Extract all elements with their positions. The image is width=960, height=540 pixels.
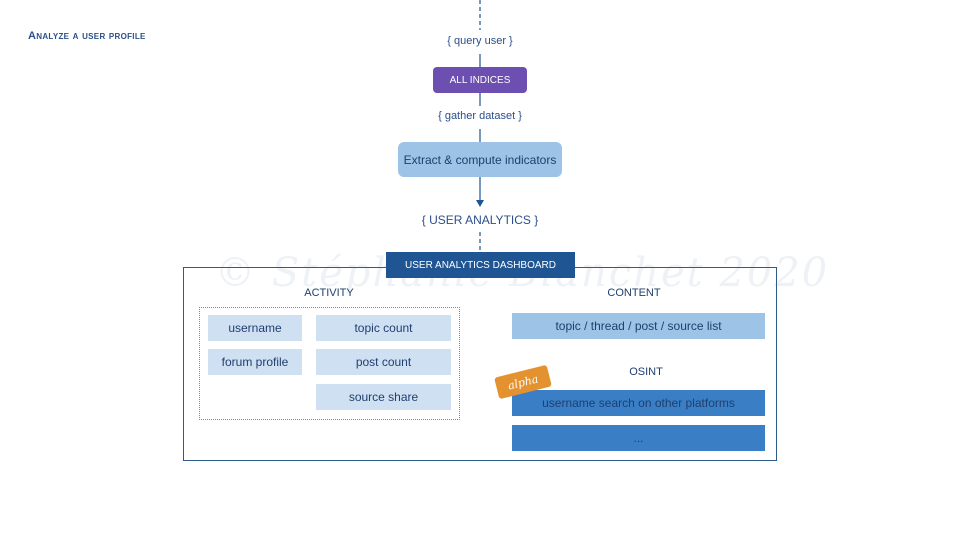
arrowhead-icon [476,200,484,207]
activity-item-forum-profile: forum profile [208,349,302,375]
activity-item-source-share: source share [316,384,451,410]
activity-section-title: ACTIVITY [304,287,354,299]
gather-dataset-label: { gather dataset } [420,110,540,122]
activity-item-topic-count: topic count [316,315,451,341]
dashboard-title: USER ANALYTICS DASHBOARD [386,252,575,278]
content-section-title: CONTENT [607,287,661,299]
page-title: Analyze a user profile [28,30,146,42]
query-user-label: { query user } [430,35,530,47]
osint-item-more: ... [512,425,765,451]
all-indices-node: ALL INDICES [433,67,527,93]
user-analytics-label: { USER ANALYTICS } [420,213,540,227]
content-item-list: topic / thread / post / source list [512,313,765,339]
activity-group [199,307,460,420]
activity-item-username: username [208,315,302,341]
osint-section-title: OSINT [629,366,663,378]
extract-indicators-node: Extract & compute indicators [398,142,562,177]
activity-item-post-count: post count [316,349,451,375]
osint-item-username-search: username search on other platforms [512,390,765,416]
